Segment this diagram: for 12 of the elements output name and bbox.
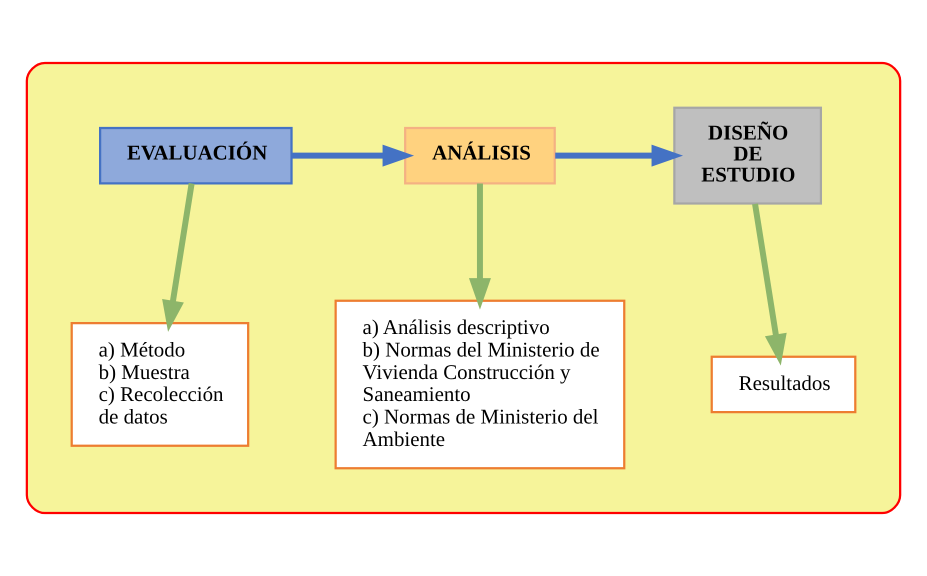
node-box: EVALUACIÓN: [99, 126, 293, 184]
arrow: [292, 144, 414, 167]
arrow: [468, 184, 491, 310]
node-box: a) Análisis descriptivo b) Normas del Ministerio de Vivienda Construcción y Saneamiento c) Normas de Ministerio del Ambiente: [334, 300, 626, 470]
cluster: [26, 62, 902, 514]
arrow: [752, 203, 787, 366]
arrow: [555, 144, 684, 167]
node-box: ANÁLISIS: [404, 126, 556, 184]
node-box: Resultados: [710, 356, 856, 414]
arrow: [162, 183, 195, 332]
node-box: DISEÑO DE ESTUDIO: [673, 106, 822, 205]
node-box: a) Método b) Muestra c) Recolección de datos: [70, 322, 250, 447]
